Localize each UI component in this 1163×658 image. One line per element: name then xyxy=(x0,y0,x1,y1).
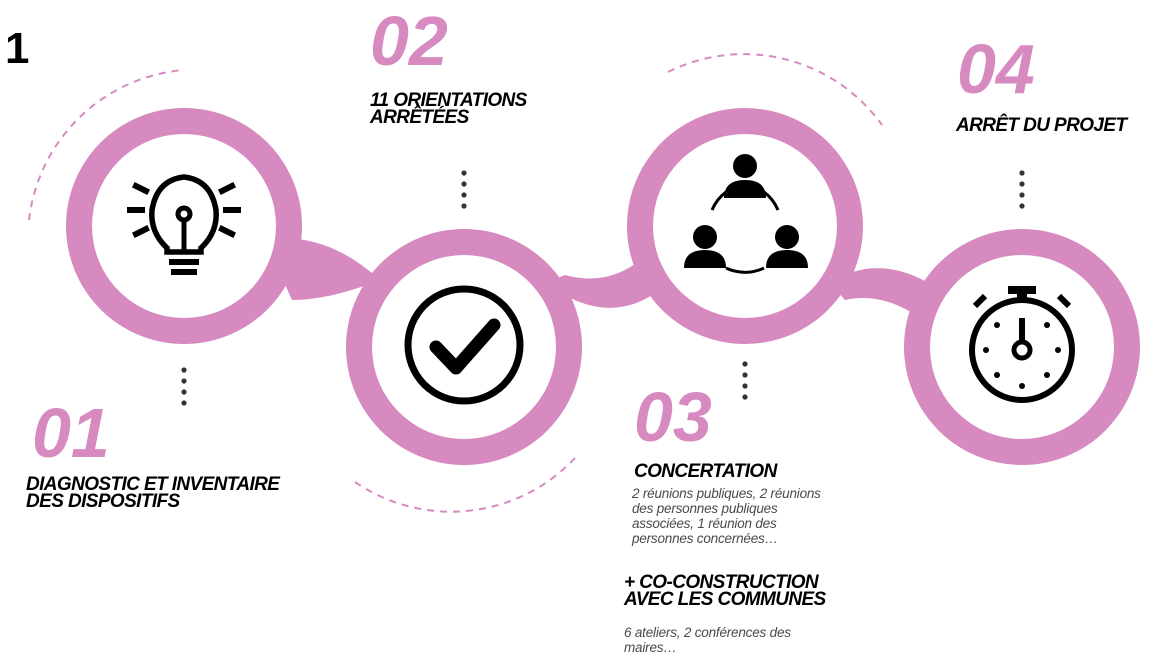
checkmark-circle-icon xyxy=(404,285,524,405)
stopwatch-icon xyxy=(969,286,1075,403)
step-03-number: 03 xyxy=(634,378,712,456)
step-02-number: 02 xyxy=(370,2,448,80)
step-03-subdesc-line-2: maires… xyxy=(624,640,677,655)
step-01-title-line-2: DES DISPOSITIFS xyxy=(26,491,180,512)
dashed-arcs xyxy=(28,53,883,513)
step-03-desc-line-2: des personnes publiques xyxy=(632,501,778,516)
page-number: 1 xyxy=(5,24,30,73)
step-04-title: ARRÊT DU PROJET xyxy=(956,115,1127,136)
step-02-title-line-1: 11 ORIENTATIONS xyxy=(370,90,527,111)
step-03-subtitle-line-1: + CO-CONSTRUCTION xyxy=(624,572,819,593)
step-02-title: 11 ORIENTATIONS ARRÊTÉES xyxy=(370,90,527,128)
dot-connectors xyxy=(181,170,1025,406)
step-03-title: CONCERTATION xyxy=(634,461,777,482)
step-02-title-line-2: ARRÊTÉES xyxy=(370,107,469,128)
step-01-title: DIAGNOSTIC ET INVENTAIRE DES DISPOSITIFS xyxy=(26,474,280,512)
step-04-number: 04 xyxy=(957,30,1035,108)
step-03-subtitle: + CO-CONSTRUCTION AVEC LES COMMUNES xyxy=(624,572,826,610)
step-01-number: 01 xyxy=(32,394,110,472)
step-03-subtitle-line-2: AVEC LES COMMUNES xyxy=(624,589,826,610)
step-03-subdesc-line-1: 6 ateliers, 2 conférences des xyxy=(624,625,791,640)
step-03-description: 2 réunions publiques, 2 réunions des per… xyxy=(632,486,821,546)
step-03-desc-line-4: personnes concernées… xyxy=(632,531,778,546)
step-03-subdescription: 6 ateliers, 2 conférences des maires… xyxy=(624,625,791,655)
people-network-icon xyxy=(684,154,808,274)
lightbulb-icon xyxy=(127,174,241,275)
step-03-desc-line-1: 2 réunions publiques, 2 réunions xyxy=(632,486,821,501)
step-03-desc-line-3: associées, 1 réunion des xyxy=(632,516,777,531)
step-01-title-line-1: DIAGNOSTIC ET INVENTAIRE xyxy=(26,474,280,495)
